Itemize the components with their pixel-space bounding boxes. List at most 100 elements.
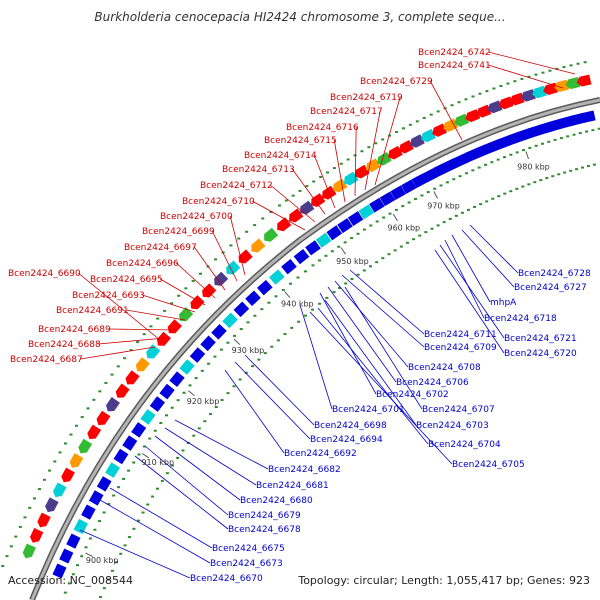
reverse-label-leader [341, 274, 425, 348]
guide-dot [28, 506, 32, 509]
guide-dot [332, 291, 336, 294]
forward-label-leader [269, 184, 316, 223]
forward-gene-label: Bcen2424_6688 [28, 340, 101, 350]
forward-label-leader [291, 168, 326, 215]
reverse-gene-feature [96, 476, 112, 492]
guide-dot [362, 269, 366, 272]
forward-gene-feature [311, 193, 326, 207]
guide-dot [58, 451, 62, 454]
forward-gene-feature [226, 260, 241, 275]
forward-label-leader [252, 200, 306, 231]
reverse-gene-feature [326, 225, 343, 241]
reverse-gene-feature [337, 218, 353, 234]
guide-dot [557, 173, 561, 176]
guide-dot [467, 208, 471, 211]
guide-dot [37, 488, 41, 491]
guide-dot [238, 378, 242, 381]
reverse-gene-feature [169, 371, 185, 388]
reverse-gene-label: Bcen2424_6692 [284, 449, 357, 459]
guide-dot [527, 183, 531, 186]
guide-dot [9, 545, 13, 548]
reverse-gene-label: Bcen2424_6682 [268, 465, 341, 475]
reverse-label-leader [244, 354, 315, 426]
guide-dot [325, 296, 329, 299]
reverse-gene-feature [401, 179, 417, 194]
reverse-gene-feature [222, 312, 238, 329]
forward-gene-feature [487, 100, 503, 114]
guide-dot [136, 519, 140, 522]
guide-dot [142, 333, 146, 336]
guide-dot [356, 273, 360, 276]
scale-tick-label: 960 kbp [388, 224, 421, 233]
guide-dot [401, 205, 405, 208]
reverse-label-leader [451, 234, 491, 303]
reverse-label-leader [444, 239, 485, 319]
reverse-gene-feature [73, 518, 88, 535]
guide-dot [491, 197, 495, 200]
forward-gene-feature [443, 118, 459, 132]
forward-gene-feature [354, 164, 370, 179]
chromosome-backbone [29, 97, 600, 600]
forward-label-leader [142, 294, 196, 313]
reverse-gene-feature [281, 259, 297, 275]
guide-dot [107, 502, 111, 505]
guide-dot [106, 578, 110, 581]
forward-gene-feature [29, 527, 44, 543]
guide-dot [276, 339, 280, 342]
reverse-label-leader [439, 244, 505, 339]
forward-gene-label: Bcen2424_6699 [142, 227, 215, 237]
guide-dot [350, 278, 354, 281]
forward-gene-feature [532, 85, 547, 99]
scale-tick-label: 940 kbp [281, 300, 314, 309]
guide-dot [220, 399, 224, 402]
reverse-gene-label: Bcen2424_6709 [424, 343, 497, 353]
reverse-gene-feature [528, 124, 544, 138]
forward-label-leader [211, 230, 238, 282]
forward-gene-feature [399, 139, 414, 154]
forward-gene-feature [388, 145, 403, 160]
guide-dot [209, 413, 213, 416]
guide-dot [375, 220, 379, 223]
scale-tick [525, 151, 530, 160]
guide-dot [324, 254, 328, 257]
guide-dot [98, 595, 102, 598]
guide-dot [260, 308, 264, 311]
forward-gene-feature [498, 96, 514, 110]
forward-gene-label: Bcen2424_6690 [8, 269, 81, 279]
forward-gene-feature [565, 77, 581, 90]
guide-dot [148, 437, 152, 440]
forward-label-leader [126, 309, 186, 321]
guide-dot [219, 348, 223, 351]
guide-dot [332, 167, 336, 170]
forward-gene-label: Bcen2424_6742 [418, 48, 491, 58]
reverse-gene-label: Bcen2424_6698 [314, 421, 387, 431]
reverse-gene-label: Bcen2424_6708 [408, 363, 481, 373]
guide-dot [305, 185, 309, 188]
guide-dot [123, 544, 127, 547]
reverse-label-leader [234, 361, 311, 440]
guide-dot [597, 127, 600, 130]
guide-dot [269, 210, 273, 213]
guide-dot [522, 149, 526, 152]
guide-dot [458, 175, 462, 178]
guide-dot [382, 216, 386, 219]
guide-dot [429, 113, 433, 116]
reverse-label-leader [144, 445, 229, 516]
reverse-gene-feature [59, 548, 74, 564]
guide-dot [330, 250, 334, 253]
guide-dot [311, 264, 315, 267]
reverse-gene-feature [293, 248, 310, 265]
guide-dot [129, 349, 133, 352]
guide-dot [591, 129, 595, 132]
reverse-gene-feature [539, 121, 554, 135]
forward-gene-feature [520, 89, 536, 102]
guide-dot [160, 479, 164, 482]
reverse-gene-feature [113, 448, 129, 465]
guide-dot [257, 358, 261, 361]
guide-dot [304, 314, 308, 317]
guide-dot [401, 127, 405, 130]
reverse-gene-feature [496, 135, 512, 150]
reverse-label-leader [224, 369, 285, 454]
guide-dot [581, 166, 585, 169]
